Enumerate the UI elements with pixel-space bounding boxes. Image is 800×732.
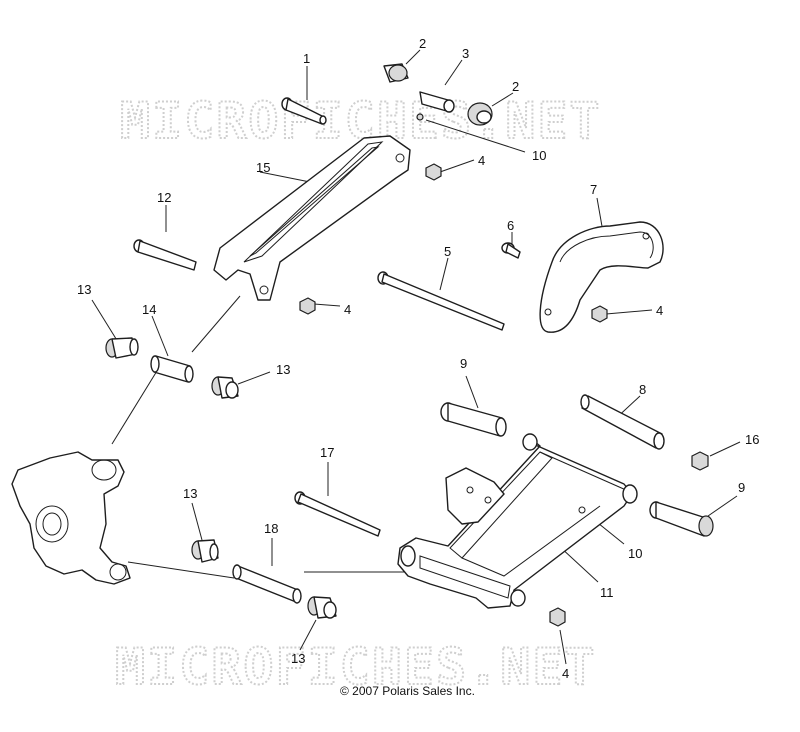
watermark-bottom: MICROFICHES.NET	[115, 638, 597, 696]
shaft-part-8	[580, 394, 665, 450]
callout-18: 18	[264, 521, 278, 536]
callout-labels: 1 2 3 2 10 4 15 7 12 6 5 13 14 4 4 13 9 …	[77, 36, 759, 681]
callout-13a: 13	[77, 282, 91, 297]
callout-4b: 4	[344, 302, 351, 317]
callout-5: 5	[444, 244, 451, 259]
long-bolt-part-5	[377, 271, 505, 331]
bolt-part-1	[281, 97, 327, 125]
bolt-part-12	[133, 239, 197, 271]
pivot-tube-part-9	[440, 402, 714, 537]
callout-9a: 9	[460, 356, 467, 371]
callout-7: 7	[590, 182, 597, 197]
bolt-part-17	[294, 491, 381, 537]
bushing-part-13	[105, 337, 337, 619]
lower-arm-part-11	[397, 433, 638, 609]
bushing-part-2-right	[467, 102, 493, 126]
sleeve-part-14	[150, 355, 194, 383]
callout-8: 8	[639, 382, 646, 397]
callout-4c: 4	[656, 303, 663, 318]
callout-4a: 4	[478, 153, 485, 168]
sleeve-part-3	[419, 91, 455, 113]
sleeve-part-18	[232, 564, 302, 604]
nut-part-4	[299, 163, 608, 627]
callout-2b: 2	[512, 79, 519, 94]
callout-2: 2	[419, 36, 426, 51]
callout-4d: 4	[562, 666, 569, 681]
nut-part-16	[691, 451, 709, 471]
callout-13c: 13	[183, 486, 197, 501]
callout-14: 14	[142, 302, 156, 317]
bolt-part-6	[501, 242, 521, 259]
callout-13d: 13	[291, 651, 305, 666]
callout-6: 6	[507, 218, 514, 233]
callout-13b: 13	[276, 362, 290, 377]
callout-12: 12	[157, 190, 171, 205]
knuckle	[11, 451, 131, 585]
callout-16: 16	[745, 432, 759, 447]
bushing-part-2-left	[383, 63, 409, 83]
copyright-text: © 2007 Polaris Sales Inc.	[340, 684, 475, 698]
callout-10b: 10	[628, 546, 642, 561]
callout-9b: 9	[738, 480, 745, 495]
callout-10: 10	[532, 148, 546, 163]
bracket-part-7	[539, 221, 664, 333]
upper-link-part-15	[213, 135, 411, 301]
callout-3: 3	[462, 46, 469, 61]
callout-17: 17	[320, 445, 334, 460]
callout-11: 11	[600, 585, 614, 600]
callout-15: 15	[256, 160, 270, 175]
callout-1: 1	[303, 51, 310, 66]
